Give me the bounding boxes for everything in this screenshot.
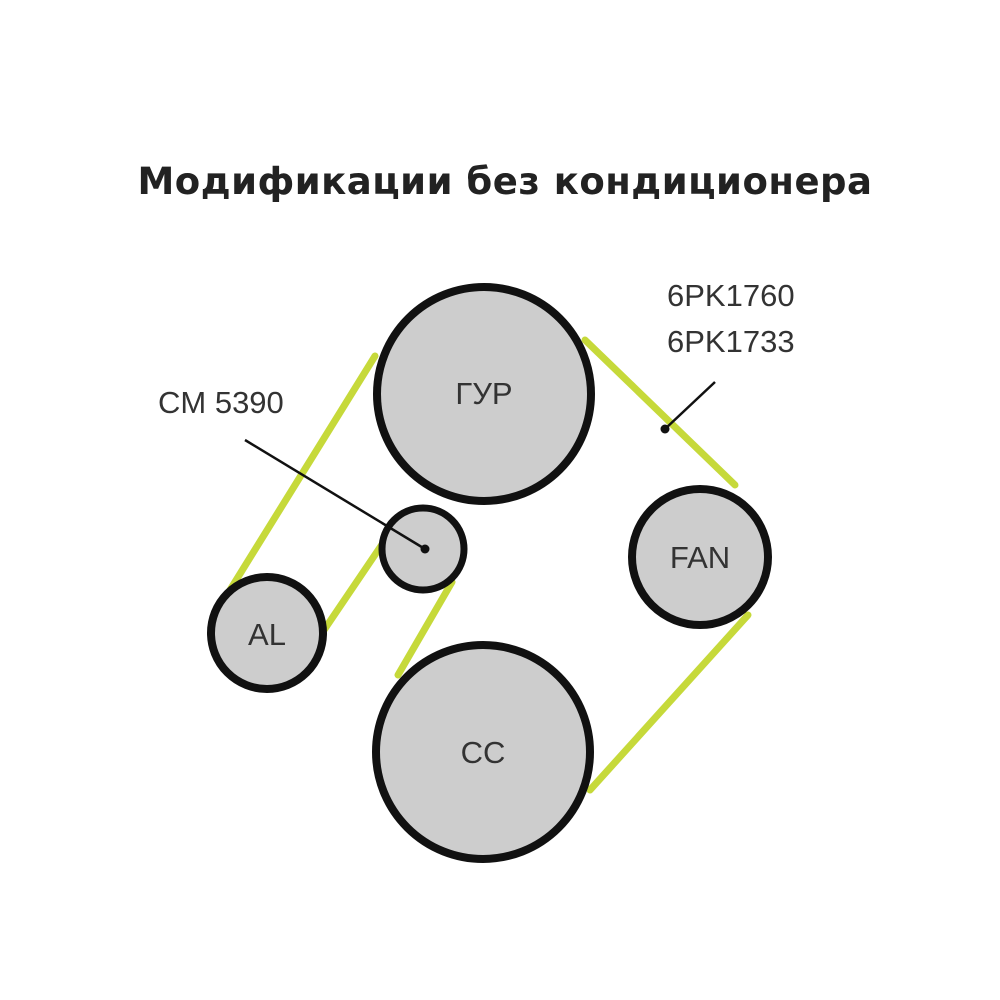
pulley-cc-label: CC (461, 735, 506, 770)
belt-segment-fan-cc (586, 611, 752, 794)
callout-belt-leader (664, 381, 716, 430)
pulley-al-label: AL (248, 617, 286, 652)
pulley-gur: ГУР (373, 283, 595, 505)
pulley-fan-circle (628, 485, 772, 629)
callout-idler-leader (244, 438, 426, 551)
belt-segment-gur-fan (581, 336, 739, 489)
pulley-al: AL (207, 573, 327, 693)
pulley-cc-circle (372, 641, 594, 863)
callout-idler: CM 5390 (158, 385, 426, 551)
pulley-cc: CC (372, 641, 594, 863)
callout-belt: 6PK1760 6PK1733 (660, 278, 795, 434)
pulley-gur-label: ГУР (455, 376, 512, 411)
pulley-al-circle (207, 573, 327, 693)
callout-belt-dot (660, 424, 670, 434)
belt-segment-idler-cc (394, 578, 456, 679)
diagram-title: Модификации без кондиционера (137, 160, 873, 203)
belt-segment-al-idler (316, 536, 389, 640)
callout-belt-label-2: 6PK1733 (667, 324, 795, 359)
pulley-gur-circle (373, 283, 595, 505)
belt (226, 336, 752, 794)
pulley-fan: FAN (628, 485, 772, 629)
callout-belt-label-1: 6PK1760 (667, 278, 795, 313)
belt-segment-gur-al (226, 352, 379, 594)
pulley-fan-label: FAN (670, 540, 730, 575)
callout-idler-label: CM 5390 (158, 385, 284, 420)
